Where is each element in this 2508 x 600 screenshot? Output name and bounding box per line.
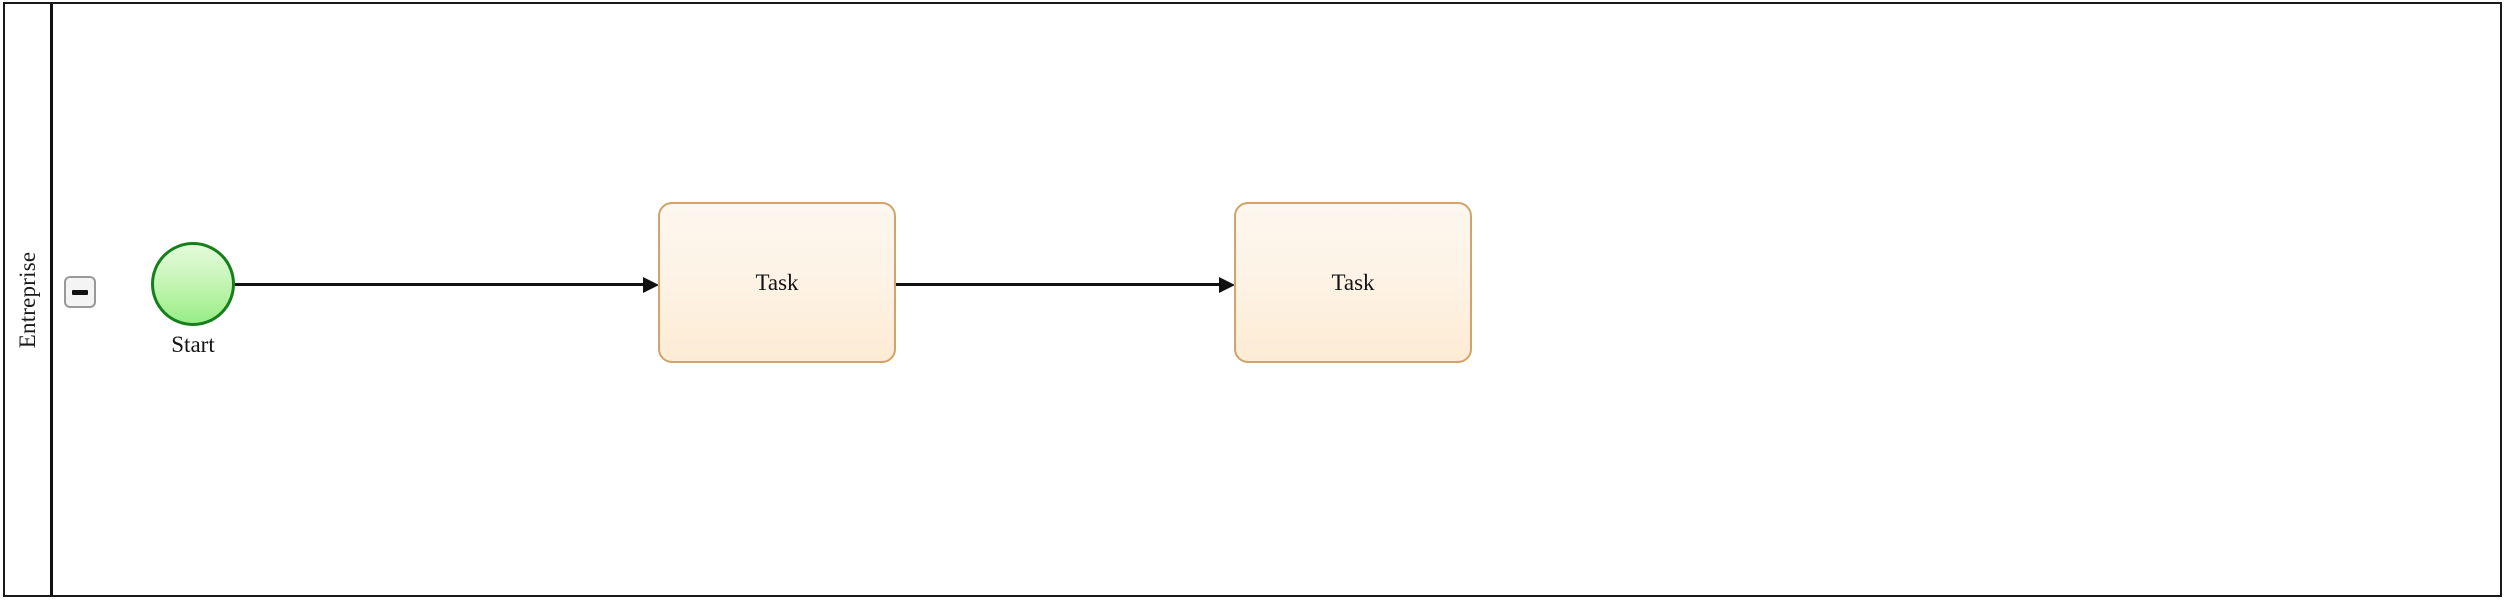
minus-icon — [72, 289, 88, 295]
bpmn-pool: Entreprise Start Task Task — [3, 2, 2502, 597]
start-event-node[interactable] — [151, 242, 235, 326]
task-node-1[interactable]: Task — [658, 202, 896, 363]
collapse-lane-button[interactable] — [64, 276, 96, 308]
flow-line — [235, 283, 643, 286]
sequence-flow-start-to-task1[interactable] — [235, 274, 659, 294]
arrowhead-icon — [643, 277, 659, 293]
task-node-2[interactable]: Task — [1234, 202, 1472, 363]
lane-header: Entreprise — [5, 4, 53, 595]
flow-line — [896, 283, 1219, 286]
lane-title-entreprise: Entreprise — [14, 251, 40, 348]
task-label: Task — [755, 269, 799, 295]
start-event-label: Start — [171, 332, 215, 357]
sequence-flow-task1-to-task2[interactable] — [896, 274, 1235, 294]
task-label: Task — [1331, 269, 1375, 295]
arrowhead-icon — [1219, 277, 1235, 293]
